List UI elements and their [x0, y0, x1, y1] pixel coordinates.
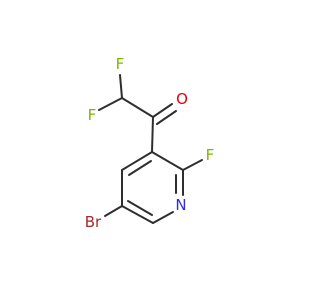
atom-o: O: [176, 90, 188, 108]
bond-chf2-f-left: [98, 97, 123, 111]
molecule-structure: F F O F N Br: [85, 55, 215, 231]
atom-br: Br: [85, 213, 102, 231]
bond-n-c6: [152, 211, 174, 224]
bond-c4-c3-2: [128, 160, 152, 176]
bond-c6-c5-1: [121, 205, 154, 224]
bond-c4-c3-1: [121, 151, 153, 171]
atom-n: N: [175, 196, 186, 214]
bond-carbonyl-ring: [151, 116, 154, 153]
bond-chf2-carbonyl: [121, 97, 154, 118]
bond-c2-f: [182, 159, 203, 171]
bond-carbonyl-o-2: [156, 110, 177, 125]
structure-canvas: F F O F N Br: [85, 55, 215, 231]
atom-f-ring: F: [206, 146, 215, 164]
bond-c3-c2: [151, 151, 184, 171]
bond-chf2-f-upper: [119, 74, 123, 99]
bond-c5-br: [104, 205, 123, 217]
bond-carbonyl-o-1: [152, 103, 173, 118]
atom-f-upper: F: [116, 55, 125, 73]
atom-f-left: F: [88, 106, 97, 124]
bond-c6-c5-2: [127, 200, 153, 216]
